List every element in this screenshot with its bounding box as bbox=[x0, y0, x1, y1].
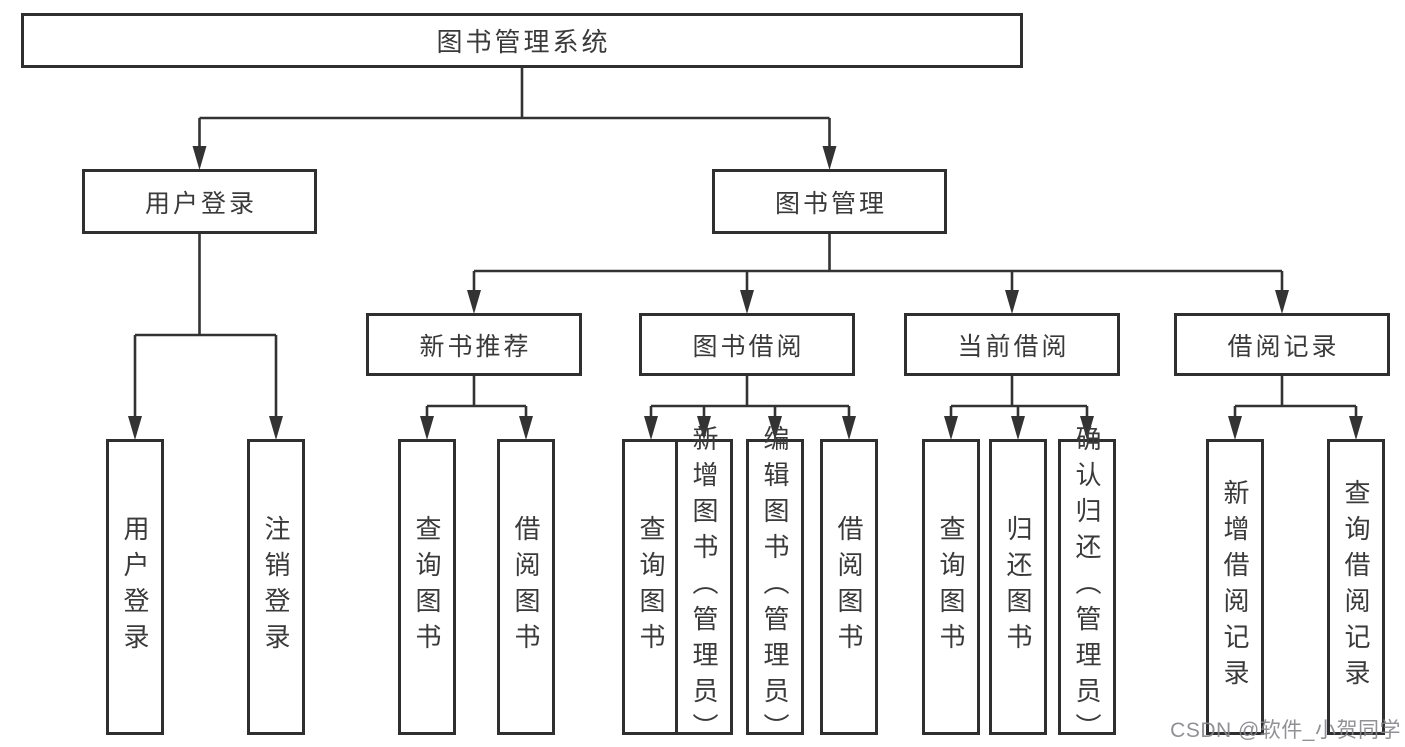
leaf-label: 编辑图书（管理员） bbox=[760, 425, 790, 747]
leaf-query-borrow-record: 查询借阅记录 bbox=[1327, 439, 1385, 735]
arrowhead-icon bbox=[842, 416, 856, 440]
node-user-login-label: 用户登录 bbox=[144, 189, 257, 218]
node-current-borrow: 当前借阅 bbox=[904, 313, 1120, 376]
leaf-label: 新增图书（管理员） bbox=[689, 425, 719, 747]
leaf-label: 归还图书 bbox=[1003, 515, 1033, 659]
arrowhead-icon bbox=[420, 416, 434, 440]
leaf-label: 查询图书 bbox=[412, 515, 442, 659]
csdn-watermark: CSDN @软件_小贺同学 bbox=[1170, 719, 1401, 742]
node-new-book-recommend: 新书推荐 bbox=[366, 313, 582, 376]
leaf-add-book-admin: 新增图书（管理员） bbox=[675, 425, 733, 747]
leaf-label: 注销登录 bbox=[261, 515, 291, 659]
arrowhead-icon bbox=[1275, 290, 1289, 314]
leaf-query-book-recommend: 查询图书 bbox=[398, 439, 456, 735]
node-new-book-recommend-label: 新书推荐 bbox=[419, 332, 532, 361]
connector-book-mgmt-children bbox=[472, 234, 1284, 291]
connector-new-book-children bbox=[425, 376, 528, 417]
arrowhead-icon bbox=[1349, 416, 1363, 440]
arrowhead-icon bbox=[1080, 416, 1094, 440]
arrowhead-icon bbox=[519, 416, 533, 440]
leaf-label: 查询图书 bbox=[936, 515, 966, 659]
node-book-mgmt: 图书管理 bbox=[712, 169, 947, 234]
leaf-return-book: 归还图书 bbox=[989, 439, 1047, 735]
arrowhead-icon bbox=[269, 416, 283, 440]
arrowhead-icon bbox=[192, 146, 207, 170]
node-root: 图书管理系统 bbox=[21, 13, 1023, 68]
leaf-query-book-current: 查询图书 bbox=[922, 439, 980, 735]
connector-current-borrow-children bbox=[949, 376, 1089, 417]
arrowhead-icon bbox=[944, 416, 958, 440]
leaf-label: 查询图书 bbox=[636, 515, 666, 659]
connector-book-borrow-children bbox=[649, 376, 851, 417]
leaf-label: 用户登录 bbox=[120, 515, 150, 659]
leaf-borrow-book: 借阅图书 bbox=[820, 439, 878, 735]
node-root-label: 图书管理系统 bbox=[436, 27, 611, 57]
node-borrow-records-label: 借阅记录 bbox=[1227, 332, 1340, 361]
node-book-borrow-label: 图书借阅 bbox=[692, 332, 805, 361]
arrowhead-icon bbox=[1228, 416, 1242, 440]
connector-root-to-level2 bbox=[198, 68, 831, 148]
connector-user-login-children bbox=[133, 234, 278, 417]
arrowhead-icon bbox=[768, 416, 782, 440]
node-book-mgmt-label: 图书管理 bbox=[774, 189, 887, 218]
arrowhead-icon bbox=[644, 416, 658, 440]
leaf-label: 查询借阅记录 bbox=[1341, 479, 1371, 695]
leaf-logout: 注销登录 bbox=[247, 439, 305, 735]
node-current-borrow-label: 当前借阅 bbox=[957, 332, 1070, 361]
leaf-confirm-return-admin: 确认归还（管理员） bbox=[1058, 425, 1116, 747]
leaf-label: 借阅图书 bbox=[511, 515, 541, 659]
arrowhead-icon bbox=[740, 290, 754, 314]
leaf-user-login: 用户登录 bbox=[106, 439, 164, 735]
arrowhead-icon bbox=[128, 416, 142, 440]
leaf-borrow-book-recommend: 借阅图书 bbox=[497, 439, 555, 735]
node-borrow-records: 借阅记录 bbox=[1174, 313, 1390, 376]
node-user-login: 用户登录 bbox=[82, 169, 317, 234]
arrowhead-icon bbox=[1005, 290, 1019, 314]
arrowhead-icon bbox=[467, 290, 481, 314]
connector-borrow-records-children bbox=[1233, 376, 1358, 417]
leaf-label: 新增借阅记录 bbox=[1220, 479, 1250, 695]
leaf-edit-book-admin: 编辑图书（管理员） bbox=[746, 425, 804, 747]
node-book-borrow: 图书借阅 bbox=[639, 313, 855, 376]
leaf-query-book-borrow: 查询图书 bbox=[622, 439, 680, 735]
arrowhead-icon bbox=[697, 416, 711, 440]
arrowhead-icon bbox=[822, 146, 837, 170]
leaf-label: 确认归还（管理员） bbox=[1072, 425, 1102, 747]
leaf-add-borrow-record: 新增借阅记录 bbox=[1206, 439, 1264, 735]
arrowhead-icon bbox=[1011, 416, 1025, 440]
leaf-label: 借阅图书 bbox=[834, 515, 864, 659]
